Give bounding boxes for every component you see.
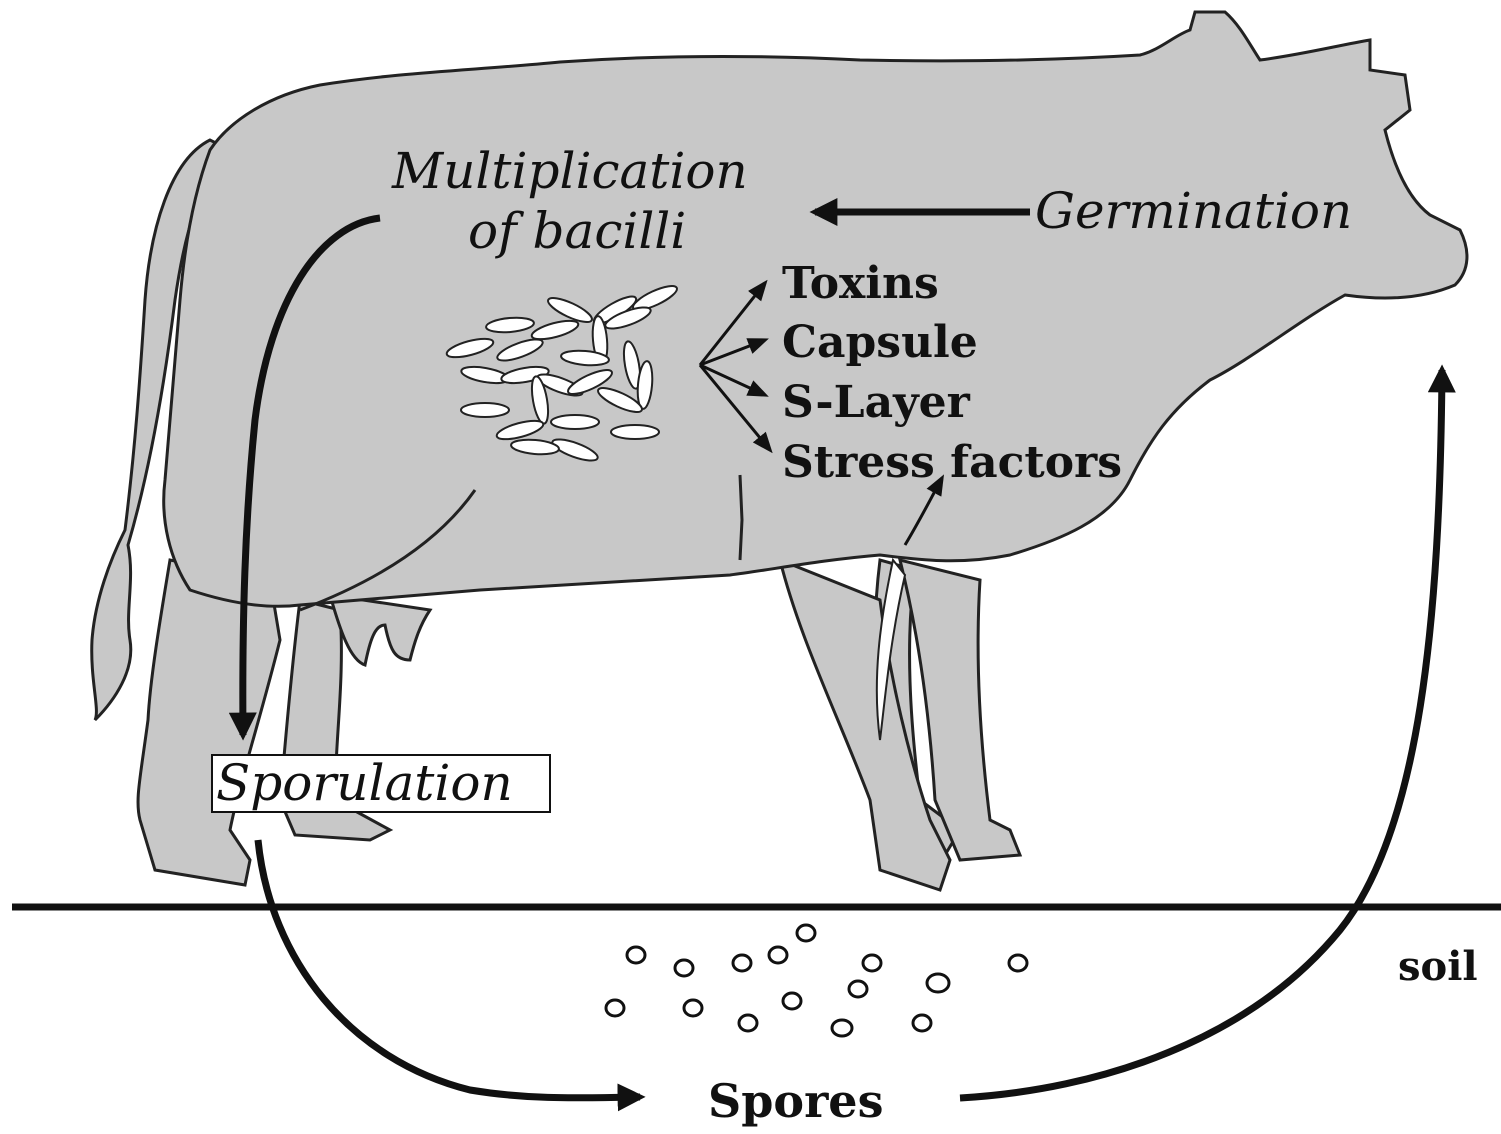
spores-arrow — [258, 840, 640, 1098]
cow-udder — [330, 595, 430, 665]
multiplication-label-line2: of bacilli — [468, 202, 686, 260]
sporulation-label: Sporulation — [216, 754, 513, 812]
cow-hind-leg-near — [138, 560, 280, 885]
spores-label: Spores — [708, 1074, 883, 1128]
multiplication-label-line1: Multiplication — [391, 142, 748, 200]
factor-label-toxins: Toxins — [782, 258, 939, 309]
cow-body — [164, 12, 1467, 606]
soil-label: soil — [1398, 943, 1478, 990]
germination-label: Germination — [1035, 182, 1352, 240]
factor-label-stress: Stress factors — [782, 437, 1122, 488]
factor-label-capsule: Capsule — [782, 317, 978, 368]
factor-label-s-layer: S-Layer — [782, 377, 971, 428]
spore-cluster — [606, 925, 1027, 1036]
